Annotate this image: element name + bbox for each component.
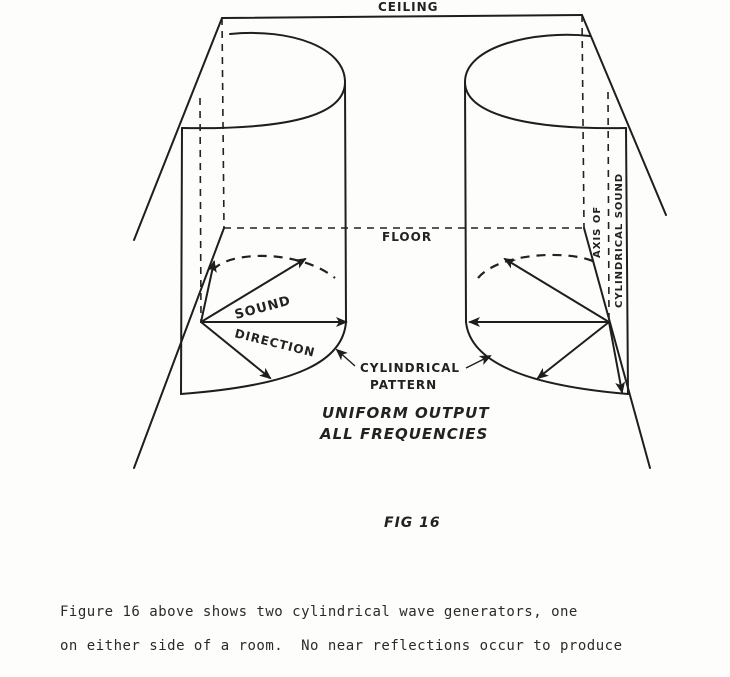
right-cylinder-bottom-front xyxy=(465,321,629,395)
sound-arrow-3 xyxy=(200,321,272,380)
ceiling-right-edge xyxy=(581,14,667,216)
figure-label: FIG 16 xyxy=(384,515,441,531)
ceiling-left-edge xyxy=(133,17,223,241)
left-cylinder-bottom-front xyxy=(180,321,347,395)
caption-line-1: Figure 16 above shows two cylindrical wa… xyxy=(60,604,578,620)
floor-label: FLOOR xyxy=(382,230,432,244)
all-frequencies-label: ALL FREQUENCIES xyxy=(319,425,488,443)
pattern-pointer-left xyxy=(335,348,356,367)
back-left-corner xyxy=(221,17,225,229)
sound-arrow-8 xyxy=(608,321,626,394)
axis-label-line1: AXIS OF xyxy=(592,206,603,258)
pattern-pointer-right xyxy=(465,355,492,369)
sound-arrow-7 xyxy=(536,321,610,380)
cylindrical-pattern-label-line1: CYLINDRICAL xyxy=(360,361,460,375)
direction-label: DIRECTION xyxy=(233,326,317,360)
sound-arrow-1 xyxy=(200,257,307,323)
left-cylinder-axis xyxy=(199,97,202,323)
left-cylinder-front-side xyxy=(344,81,347,323)
caption-line-2: on either side of a room. No near reflec… xyxy=(60,638,623,654)
left-cylinder-left-side xyxy=(180,127,183,395)
ceiling-label: CEILING xyxy=(378,0,438,14)
left-cylinder-top-ellipse xyxy=(181,32,346,130)
right-cylinder-bottom-back xyxy=(477,253,596,279)
uniform-output-label: UNIFORM OUTPUT xyxy=(322,404,490,422)
right-cylinder-top-ellipse xyxy=(464,33,627,130)
floor-left-edge xyxy=(133,227,225,469)
cylindrical-pattern-label-line2: PATTERN xyxy=(370,378,437,392)
sound-arrow-4 xyxy=(200,260,217,323)
ceiling-back-edge xyxy=(221,14,583,19)
back-right-corner xyxy=(581,14,585,229)
right-cylinder xyxy=(464,33,629,395)
right-cylinder-front-side xyxy=(464,81,467,323)
axis-label-line2: CYLINDRICAL SOUND xyxy=(614,173,625,308)
left-cylinder-bottom-back xyxy=(212,254,336,279)
sound-arrow-5 xyxy=(503,257,610,323)
left-cylinder xyxy=(180,32,348,395)
floor-right-edge xyxy=(583,227,651,469)
right-cylinder-right-side xyxy=(625,127,629,395)
right-cylinder-axis xyxy=(607,91,610,323)
